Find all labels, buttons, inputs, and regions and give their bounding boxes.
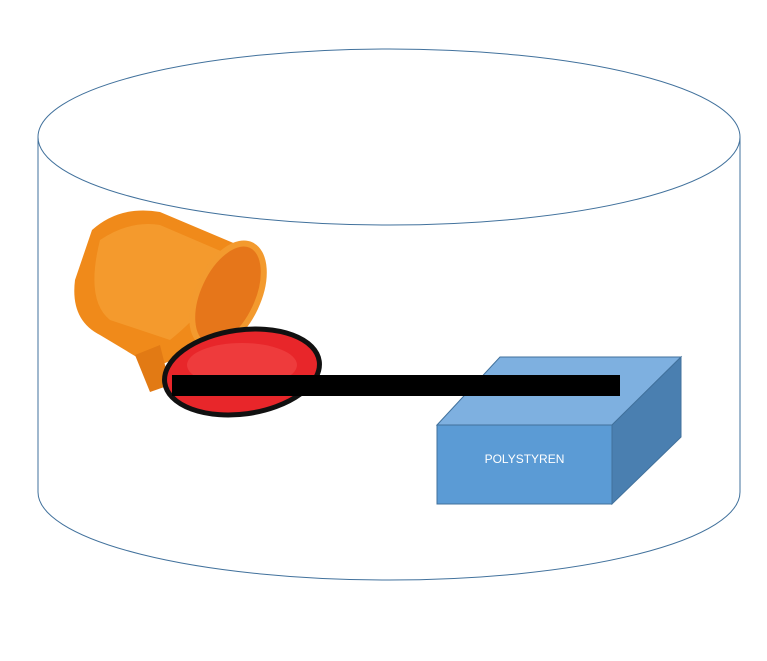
cylinder-tank	[37, 48, 741, 581]
cylinder-top-ellipse	[37, 48, 741, 226]
cylinder-bottom-arc	[37, 491, 741, 581]
box-front-face	[436, 424, 613, 505]
box-label: POLYSTYREN	[484, 452, 565, 466]
black-bar	[172, 375, 620, 396]
